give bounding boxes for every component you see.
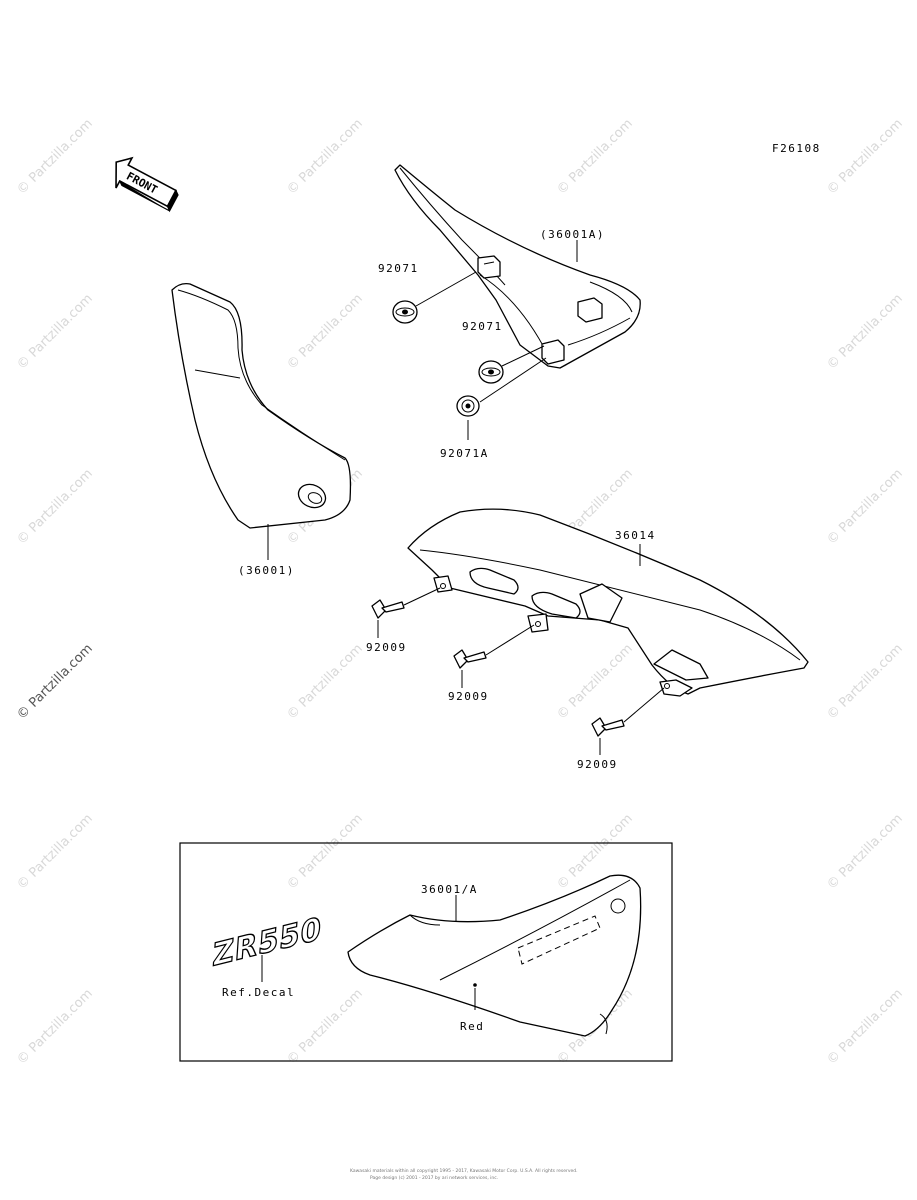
side-cover-inset xyxy=(347,874,642,1037)
callout-red: Red xyxy=(460,1020,484,1033)
watermark: © Partzilla.com xyxy=(554,641,636,723)
watermark: © Partzilla.com xyxy=(824,811,906,893)
zr550-decal: ZR550 xyxy=(211,910,324,975)
grommet-92071-top xyxy=(392,300,418,324)
watermark: © Partzilla.com xyxy=(554,116,636,198)
watermark: © Partzilla.com xyxy=(824,466,906,548)
watermark: © Partzilla.com xyxy=(284,116,366,198)
side-cover-upper xyxy=(394,164,641,369)
callout-92071-mid: 92071 xyxy=(462,320,503,333)
footer-copyright: Kawasaki materials within all copyright … xyxy=(350,1168,578,1174)
watermark: © Partzilla.com xyxy=(284,986,366,1068)
watermark: © Partzilla.com xyxy=(284,811,366,893)
callout-36001A: (36001A) xyxy=(540,228,605,241)
callout-92009-mid: 92009 xyxy=(448,690,489,703)
callout-92071A: 92071A xyxy=(440,447,489,460)
screw-92009-left xyxy=(371,587,441,619)
watermark: © Partzilla.com xyxy=(14,116,96,198)
watermark: © Partzilla.com xyxy=(14,291,96,373)
watermark: © Partzilla.com xyxy=(824,641,906,723)
callout-92009-left: 92009 xyxy=(366,641,407,654)
callout-36014: 36014 xyxy=(615,529,656,542)
watermark: © Partzilla.com xyxy=(14,466,96,548)
watermark: © Partzilla.com xyxy=(284,291,366,373)
decal-text: ZR550 xyxy=(211,910,323,974)
side-cover-left xyxy=(171,282,352,529)
watermark: © Partzilla.com xyxy=(14,986,96,1068)
callout-36001-A: 36001/A xyxy=(421,883,478,896)
figure-code: F26108 xyxy=(772,142,821,155)
watermark: © Partzilla.com xyxy=(284,641,366,723)
screw-92009-mid xyxy=(453,624,535,669)
watermark: © Partzilla.com xyxy=(824,116,906,198)
callout-36001: (36001) xyxy=(238,564,295,577)
grommet-92071A xyxy=(456,395,480,417)
watermark: © Partzilla.com xyxy=(14,811,96,893)
inset-box xyxy=(179,842,673,1062)
callout-92009-right: 92009 xyxy=(577,758,618,771)
front-arrow-icon: FRONT xyxy=(115,156,179,213)
callout-ref-decal: Ref.Decal xyxy=(222,986,295,999)
grommet-92071-mid xyxy=(478,360,504,384)
callout-92071-top: 92071 xyxy=(378,262,419,275)
chain-guard xyxy=(407,508,809,697)
watermark: © Partzilla.com xyxy=(14,641,96,723)
watermark: © Partzilla.com xyxy=(824,291,906,373)
watermark: © Partzilla.com xyxy=(824,986,906,1068)
footer-design: Page design (c) 2001 - 2017 by ari netwo… xyxy=(370,1175,498,1181)
screw-92009-right xyxy=(591,687,665,737)
